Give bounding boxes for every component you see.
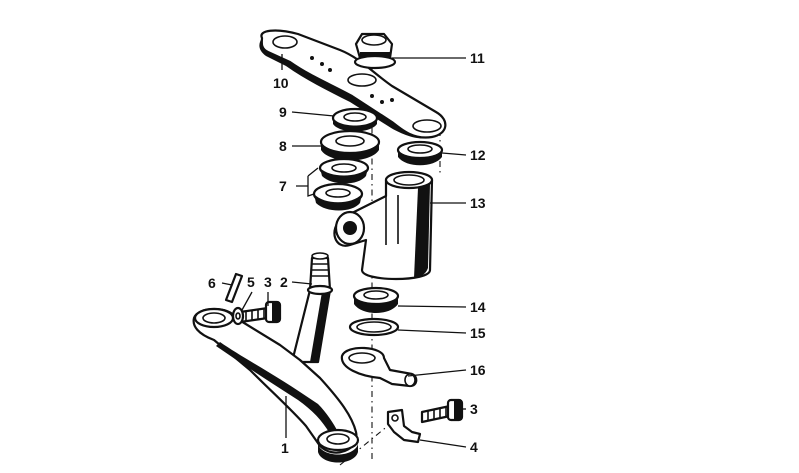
callout-6: 6 (208, 275, 216, 291)
callout-7: 7 (279, 178, 287, 194)
part-11-top-nut (353, 32, 397, 70)
callout-9: 9 (279, 104, 287, 120)
part-10-upper-bridge (259, 29, 447, 139)
callout-5: 5 (247, 274, 255, 290)
part-3-screw-right (420, 398, 464, 424)
part-12-bearing-cup (396, 140, 444, 166)
callout-4: 4 (470, 439, 478, 455)
part-13-steering-head (333, 170, 434, 281)
callout-16: 16 (470, 362, 486, 378)
part-14-lower-bearing-cup (352, 286, 400, 313)
part-6-pin (224, 272, 244, 304)
callout-14: 14 (470, 299, 486, 315)
callout-12: 12 (470, 147, 486, 163)
part-7-lower-bearing (312, 182, 364, 211)
callout-3-right: 3 (470, 401, 478, 417)
part-5-washer (231, 306, 245, 326)
callout-3-left: 3 (264, 274, 272, 290)
part-4-bracket (386, 408, 422, 444)
part-9-nut-ring (331, 107, 379, 132)
part-16-lock-plate (340, 346, 418, 388)
part-3-screw-left (238, 300, 282, 324)
part-7-upper-bearing (318, 157, 370, 184)
callout-8: 8 (279, 138, 287, 154)
callout-11: 11 (470, 50, 485, 66)
callout-15: 15 (470, 325, 486, 341)
callout-1: 1 (281, 440, 289, 456)
part-1-lower-bridge (192, 307, 360, 463)
part-8-dust-cover (319, 129, 381, 161)
callout-10: 10 (273, 75, 289, 91)
callout-13: 13 (470, 195, 486, 211)
part-2-steering-stem (290, 252, 334, 364)
part-15-sealing-ring (348, 317, 400, 337)
callout-2: 2 (280, 274, 288, 290)
leader-lines (221, 54, 467, 448)
